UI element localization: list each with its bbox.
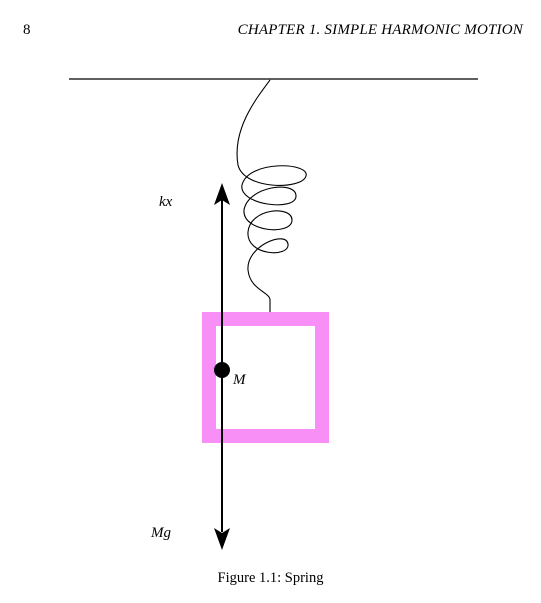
label-spring-force: kx (159, 194, 173, 210)
arrow-up-icon (214, 183, 230, 205)
running-header: CHAPTER 1. SIMPLE HARMONIC MOTION (237, 22, 523, 38)
page-number: 8 (23, 22, 31, 38)
center-of-mass-dot (214, 362, 230, 378)
figure-caption: Figure 1.1: Spring (217, 570, 324, 586)
mass-block (202, 312, 329, 443)
spring-coil (236, 79, 307, 312)
label-weight: Mg (150, 525, 171, 541)
label-mass: M (232, 372, 247, 388)
arrow-down-icon (214, 528, 230, 550)
